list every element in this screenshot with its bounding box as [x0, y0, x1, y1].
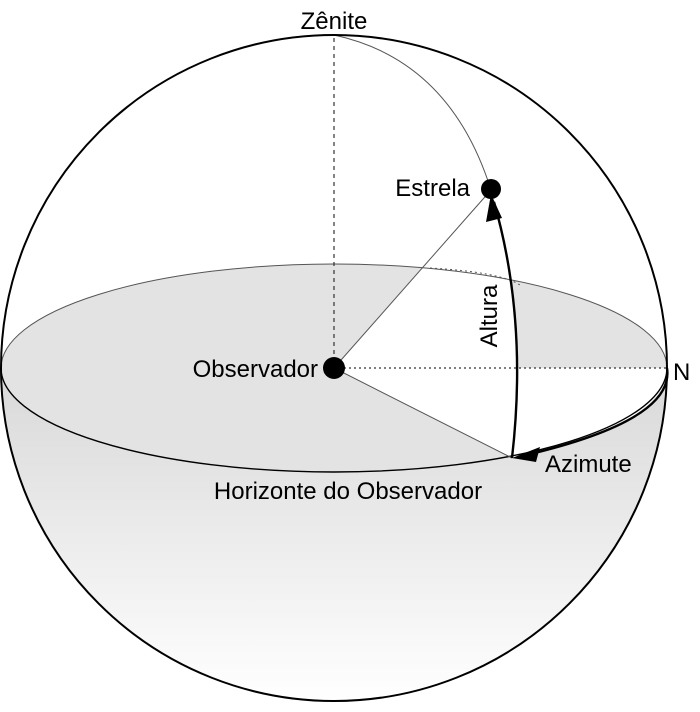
star-label: Estrela [395, 175, 470, 202]
altitude-arrowhead [486, 194, 502, 222]
altitude-label: Altura [476, 284, 503, 347]
zenith-label: Zênite [301, 8, 368, 35]
north-label: N [673, 359, 690, 386]
horizon-front-edge [0, 367, 668, 473]
celestial-sphere-outline [0, 34, 668, 702]
observer-label: Observador [193, 356, 318, 383]
azimuth-arrowhead [512, 447, 540, 462]
observer-star-line [333, 189, 492, 369]
star-point [481, 179, 501, 199]
star-meridian-arc [333, 34, 492, 191]
azimuth-label: Azimute [545, 451, 632, 478]
observer-point [323, 357, 345, 379]
horizon-label: Horizonte do Observador [214, 478, 482, 505]
altitude-arc [492, 201, 519, 459]
observer-foot-line [333, 367, 513, 459]
